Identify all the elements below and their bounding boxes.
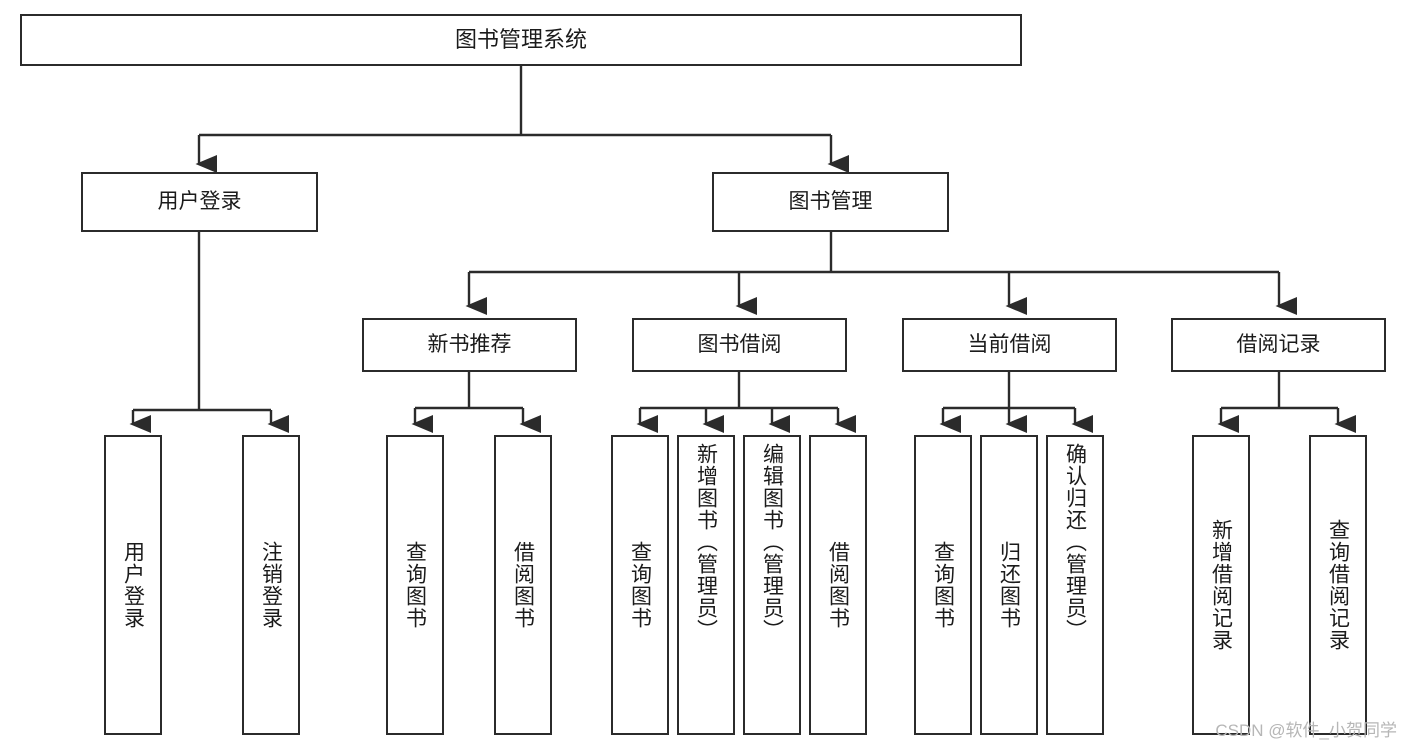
node-book-borrow[interactable]: 图书借阅 (632, 318, 847, 372)
node-leaf-bb-query-label: 查询图书 (628, 541, 652, 629)
node-leaf-cb-confirm[interactable]: 确认归还（管理员） (1046, 435, 1104, 735)
node-leaf-nbr-query-label: 查询图书 (403, 541, 427, 629)
node-leaf-br-add[interactable]: 新增借阅记录 (1192, 435, 1250, 735)
csdn-watermark: CSDN @软件_小贺同学 (1215, 721, 1397, 740)
node-new-book-rec-label: 新书推荐 (427, 333, 512, 357)
node-user-login[interactable]: 用户登录 (81, 172, 318, 232)
node-leaf-cb-return-label: 归还图书 (997, 541, 1021, 629)
node-leaf-nbr-borrow-label: 借阅图书 (511, 541, 535, 629)
node-borrow-record-label: 借阅记录 (1236, 333, 1321, 357)
node-book-manage[interactable]: 图书管理 (712, 172, 949, 232)
node-book-borrow-label: 图书借阅 (697, 333, 782, 357)
node-leaf-br-add-label: 新增借阅记录 (1209, 519, 1233, 651)
node-borrow-record[interactable]: 借阅记录 (1171, 318, 1386, 372)
node-leaf-bb-add[interactable]: 新增图书（管理员） (677, 435, 735, 735)
node-leaf-cb-query-label: 查询图书 (931, 541, 955, 629)
node-leaf-bb-edit[interactable]: 编辑图书（管理员） (743, 435, 801, 735)
node-user-login-label: 用户登录 (157, 190, 242, 214)
node-leaf-nbr-borrow[interactable]: 借阅图书 (494, 435, 552, 735)
node-leaf-br-query[interactable]: 查询借阅记录 (1309, 435, 1367, 735)
node-leaf-br-query-label: 查询借阅记录 (1326, 519, 1350, 651)
node-current-borrow[interactable]: 当前借阅 (902, 318, 1117, 372)
node-leaf-cb-query[interactable]: 查询图书 (914, 435, 972, 735)
node-leaf-bb-borrow-label: 借阅图书 (826, 541, 850, 629)
node-leaf-nbr-query[interactable]: 查询图书 (386, 435, 444, 735)
node-leaf-bb-query[interactable]: 查询图书 (611, 435, 669, 735)
node-current-borrow-label: 当前借阅 (967, 333, 1052, 357)
node-leaf-bb-add-label: 新增图书（管理员） (694, 443, 718, 641)
node-leaf-cb-confirm-label: 确认归还（管理员） (1063, 443, 1087, 641)
node-leaf-user-login[interactable]: 用户登录 (104, 435, 162, 735)
node-root-label: 图书管理系统 (454, 26, 587, 52)
node-leaf-bb-borrow[interactable]: 借阅图书 (809, 435, 867, 735)
node-leaf-cb-return[interactable]: 归还图书 (980, 435, 1038, 735)
node-book-manage-label: 图书管理 (788, 190, 873, 214)
node-leaf-bb-edit-label: 编辑图书（管理员） (760, 443, 784, 641)
node-leaf-user-logout-label: 注销登录 (259, 541, 283, 629)
node-leaf-user-login-label: 用户登录 (121, 541, 145, 629)
node-new-book-rec[interactable]: 新书推荐 (362, 318, 577, 372)
node-root[interactable]: 图书管理系统 (20, 14, 1022, 66)
node-leaf-user-logout[interactable]: 注销登录 (242, 435, 300, 735)
